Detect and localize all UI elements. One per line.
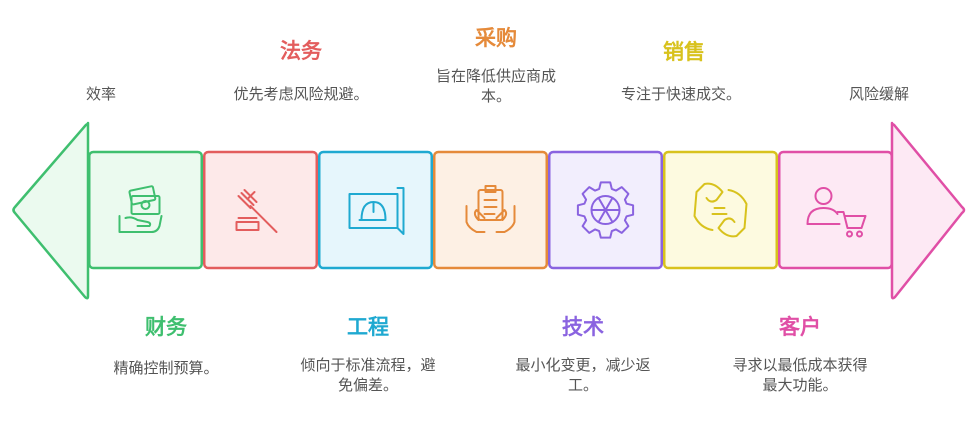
customer-desc-line-2: 最大功能。 bbox=[762, 376, 838, 394]
sales-title: 销售 bbox=[663, 40, 705, 64]
procurement-desc-line-1: 旨在降低供应商成 bbox=[435, 67, 557, 85]
handshake-icon bbox=[693, 182, 748, 238]
right-arrowhead bbox=[890, 121, 966, 300]
technology-desc-line-1: 最小化变更，减少返 bbox=[515, 356, 651, 374]
technology-desc: 最小化变更，减少返 工。 bbox=[515, 355, 650, 395]
legal-segment bbox=[203, 150, 318, 270]
engineering-desc-line-1: 倾向于标准流程，避 bbox=[300, 356, 436, 374]
legal-desc: 优先考虑风险规避。 bbox=[233, 85, 369, 103]
user-cart-icon bbox=[806, 187, 867, 238]
sales-desc: 专注于快速成交。 bbox=[620, 85, 742, 103]
procurement-title: 采购 bbox=[475, 26, 517, 50]
sales-segment bbox=[663, 150, 778, 270]
money-hand-icon bbox=[118, 185, 163, 233]
finance-title: 财务 bbox=[145, 315, 187, 339]
gear-icon bbox=[576, 181, 635, 239]
engineering-desc-line-2: 免偏差。 bbox=[337, 376, 399, 394]
procurement-segment bbox=[433, 150, 548, 270]
blueprint-helmet-icon bbox=[348, 187, 405, 235]
engineering-segment bbox=[318, 150, 433, 270]
right-end-label: 风险缓解 bbox=[848, 85, 910, 103]
finance-desc: 精确控制预算。 bbox=[113, 359, 219, 377]
engineering-title: 工程 bbox=[347, 315, 389, 339]
technology-title: 技术 bbox=[562, 315, 604, 339]
procurement-desc: 旨在降低供应商成 本。 bbox=[436, 66, 556, 106]
customer-desc-line-1: 寻求以最低成本获得 bbox=[732, 356, 868, 374]
procurement-desc-line-2: 本。 bbox=[480, 87, 512, 105]
customer-desc: 寻求以最低成本获得 最大功能。 bbox=[732, 355, 867, 395]
engineering-desc: 倾向于标准流程，避 免偏差。 bbox=[300, 355, 435, 395]
legal-title: 法务 bbox=[280, 39, 322, 63]
clipboard-hands-icon bbox=[465, 185, 516, 233]
customer-title: 客户 bbox=[779, 315, 821, 339]
left-arrowhead bbox=[12, 121, 90, 300]
technology-desc-line-2: 工。 bbox=[567, 376, 599, 394]
customer-segment bbox=[778, 150, 893, 270]
left-end-label: 效率 bbox=[85, 85, 117, 103]
gavel-icon bbox=[235, 189, 278, 233]
